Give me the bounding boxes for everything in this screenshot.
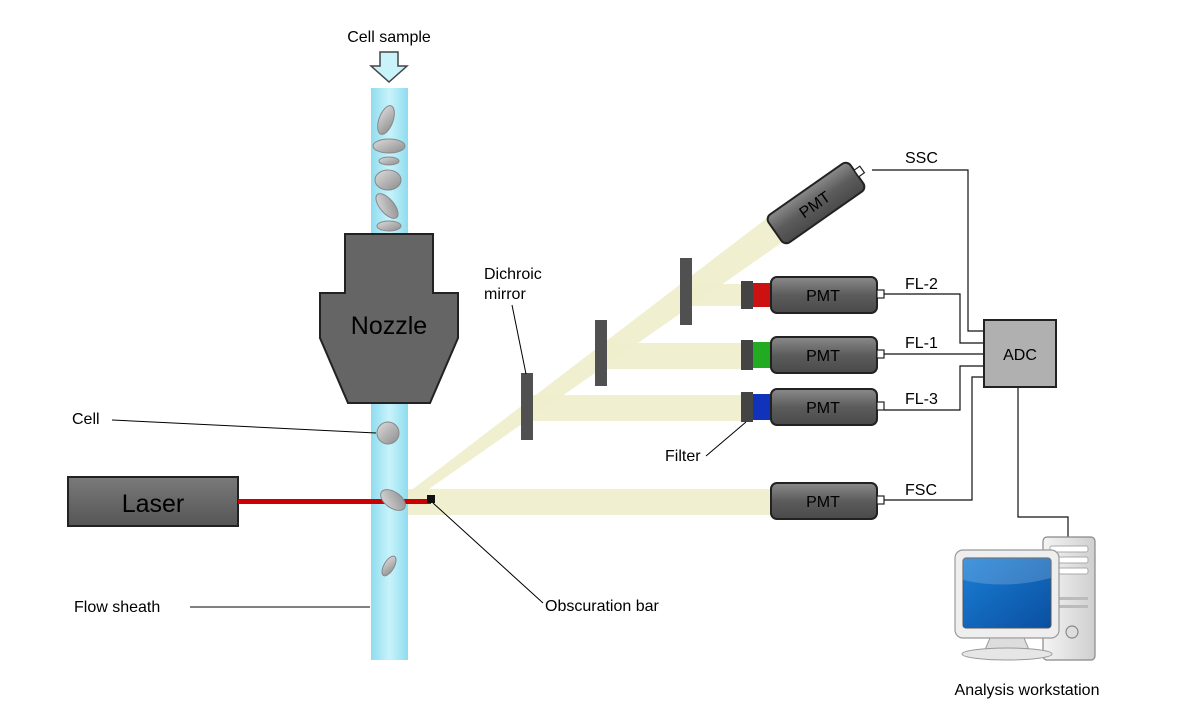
filter-fl2: [741, 281, 753, 309]
cell: [376, 220, 402, 232]
filter-fl3: [741, 392, 753, 422]
pmt-fl1-label: PMT: [806, 348, 840, 365]
laser-label: Laser: [122, 490, 185, 518]
adc-label: ADC: [1003, 347, 1037, 364]
light-path-ssc: [392, 208, 797, 505]
dichroic-mirror-label: Dichroic mirror: [484, 266, 546, 303]
adc-box: ADC: [983, 319, 1057, 388]
nozzle-label: Nozzle: [351, 312, 427, 340]
laser-beam: [238, 499, 431, 504]
pmt-ssc: PMT: [766, 161, 866, 245]
analysis-workstation-label: Analysis workstation: [955, 682, 1100, 699]
pmt-fl2: PMT: [741, 276, 885, 314]
cell: [380, 489, 406, 511]
light-path-fsc: [405, 489, 772, 515]
channel-fl3-label: FL-3: [905, 391, 938, 408]
filter-color-fl3: [753, 394, 771, 420]
cell-pointer-line: [111, 419, 377, 434]
dichroic-mirrors: [521, 258, 692, 440]
cell: [372, 138, 406, 154]
cells-upper: [372, 105, 406, 232]
obscuration-bar-label: Obscuration bar: [545, 598, 660, 615]
filter-fl1: [741, 340, 753, 370]
nozzle: Nozzle: [319, 233, 459, 404]
light-path-fl1: [600, 343, 742, 369]
cell: [375, 193, 399, 219]
cell: [381, 555, 397, 577]
filter-pointer-line: [705, 421, 747, 457]
dichroic-mirror-2: [595, 320, 607, 386]
wire-adc-workstation: [1017, 387, 1069, 537]
wire-fl3: [884, 365, 984, 411]
light-paths: [392, 208, 797, 515]
dichroic-mirror-1: [521, 373, 533, 440]
cell-label: Cell: [72, 411, 100, 428]
pmt-fl2-label: PMT: [806, 288, 840, 305]
channel-fl2-label: FL-2: [905, 276, 938, 293]
pmt-fsc: PMT: [770, 482, 885, 520]
cell-sample-label: Cell sample: [347, 29, 431, 46]
filter-color-fl1: [753, 342, 771, 368]
pmt-fl3: PMT: [741, 388, 885, 426]
pmt-fl1: PMT: [741, 336, 885, 374]
dichroic-mirror-pointer-line: [511, 304, 527, 375]
channel-fl1-label: FL-1: [905, 335, 938, 352]
wire-ssc: [872, 169, 984, 332]
pmt-fsc-label: PMT: [806, 494, 840, 511]
filter-label: Filter: [665, 448, 701, 465]
light-path-fl2: [686, 284, 742, 306]
dichroic-mirror-3: [680, 258, 692, 325]
cell: [374, 169, 402, 191]
cell: [376, 421, 400, 445]
wire-fl2: [884, 293, 984, 344]
cell-sample-arrow-icon: [369, 51, 409, 84]
cell: [377, 105, 395, 135]
obscuration-bar-pointer-line: [432, 502, 544, 604]
flow-sheath-label: Flow sheath: [74, 599, 160, 616]
cell: [378, 156, 400, 166]
light-path-fl3: [528, 395, 742, 421]
obscuration-bar: [427, 495, 435, 503]
wire-fsc: [884, 376, 984, 501]
channel-fsc-label: FSC: [905, 482, 937, 499]
filter-color-fl2: [753, 283, 771, 307]
workstation-icon: [954, 536, 1096, 661]
laser-device: [67, 476, 239, 527]
signal-wires: [872, 169, 1069, 537]
channel-ssc-label: SSC: [905, 150, 938, 167]
pmt-fl3-label: PMT: [806, 400, 840, 417]
